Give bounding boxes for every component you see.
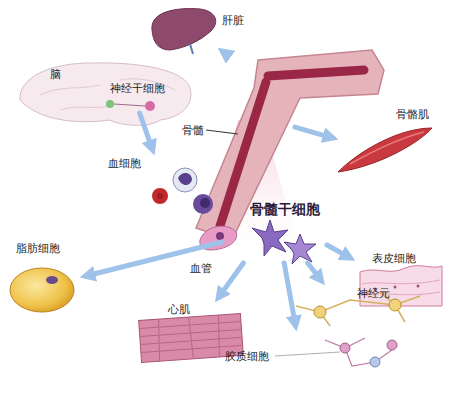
liver-vessel (190, 44, 193, 54)
brain-shape (20, 63, 191, 125)
node-label: 表皮细胞 (372, 252, 416, 265)
organ: 神经干细胞 脑 (18, 62, 193, 127)
differentiation-arrow (308, 263, 321, 280)
node-label: 脑 (50, 68, 61, 81)
differentiation-arrow (219, 263, 244, 297)
node-label: 血细胞 (108, 157, 141, 170)
stem-cell (252, 220, 288, 256)
cell-type: 胶质细胞 (220, 331, 410, 376)
node-label: 胶质细胞 (225, 350, 269, 363)
bone-leader (206, 130, 238, 134)
glial-leader (275, 352, 340, 356)
node-label: 骨髓干细胞 (250, 201, 320, 217)
cell-nucleus (200, 198, 210, 208)
node-label: 神经元 (357, 287, 390, 300)
red-blood-cell-center (157, 193, 163, 199)
node-label: 骨髓 (182, 124, 204, 137)
glial-cell (370, 357, 380, 367)
white-blood-cell (173, 168, 197, 192)
red-blood-cell (152, 188, 168, 204)
epidermal-dot (417, 285, 420, 288)
white-blood-cell (193, 194, 213, 214)
stem-cell: 骨髓干细胞 (222, 198, 327, 263)
cell-type: 神经元 (290, 285, 420, 330)
tissue: 骨骼肌 (338, 105, 438, 177)
bone-marrow (220, 70, 364, 226)
stem-cell-dot (145, 101, 155, 111)
neuron-body (389, 299, 401, 311)
cell-type: 血细胞 (105, 155, 220, 212)
organ: 肝脏 (150, 8, 218, 52)
cell-nucleus (216, 232, 224, 240)
cell-type: 神经干细胞 (100, 78, 172, 113)
stem-cell (284, 234, 316, 264)
blood-vessel-cell (200, 226, 237, 250)
part-label: 血管 (190, 262, 212, 275)
muscle-shape (338, 128, 432, 172)
node-label: 骨骼肌 (396, 108, 429, 121)
node-label: 肝脏 (222, 14, 244, 27)
epidermal-dot (394, 286, 397, 289)
cell-nucleus (178, 173, 192, 185)
muscle-highlight (350, 132, 424, 164)
node-label: 神经干细胞 (110, 82, 165, 95)
fat-cell (10, 268, 74, 312)
differentiation-arrow (140, 113, 153, 149)
bone: 骨髓 (225, 55, 295, 220)
cell-type: 脂肪细胞 (8, 240, 80, 315)
differentiation-arrow (223, 52, 228, 55)
bone-shape (196, 50, 384, 240)
differentiation-arrow (327, 245, 350, 258)
differentiation-arrow (284, 263, 295, 325)
differentiation-arrow (295, 127, 332, 138)
cell-nucleus (46, 276, 58, 284)
glial-cell (340, 343, 350, 353)
glial-cell (387, 340, 397, 350)
node-label: 脂肪细胞 (16, 242, 60, 255)
liver-shape (152, 9, 216, 50)
brain-pointer (114, 104, 145, 106)
neuron-body (314, 306, 326, 318)
node-label: 心肌 (168, 303, 190, 316)
differentiation-arrow (86, 242, 222, 276)
brain-fold (40, 79, 175, 110)
stem-cell-dot (106, 100, 114, 108)
